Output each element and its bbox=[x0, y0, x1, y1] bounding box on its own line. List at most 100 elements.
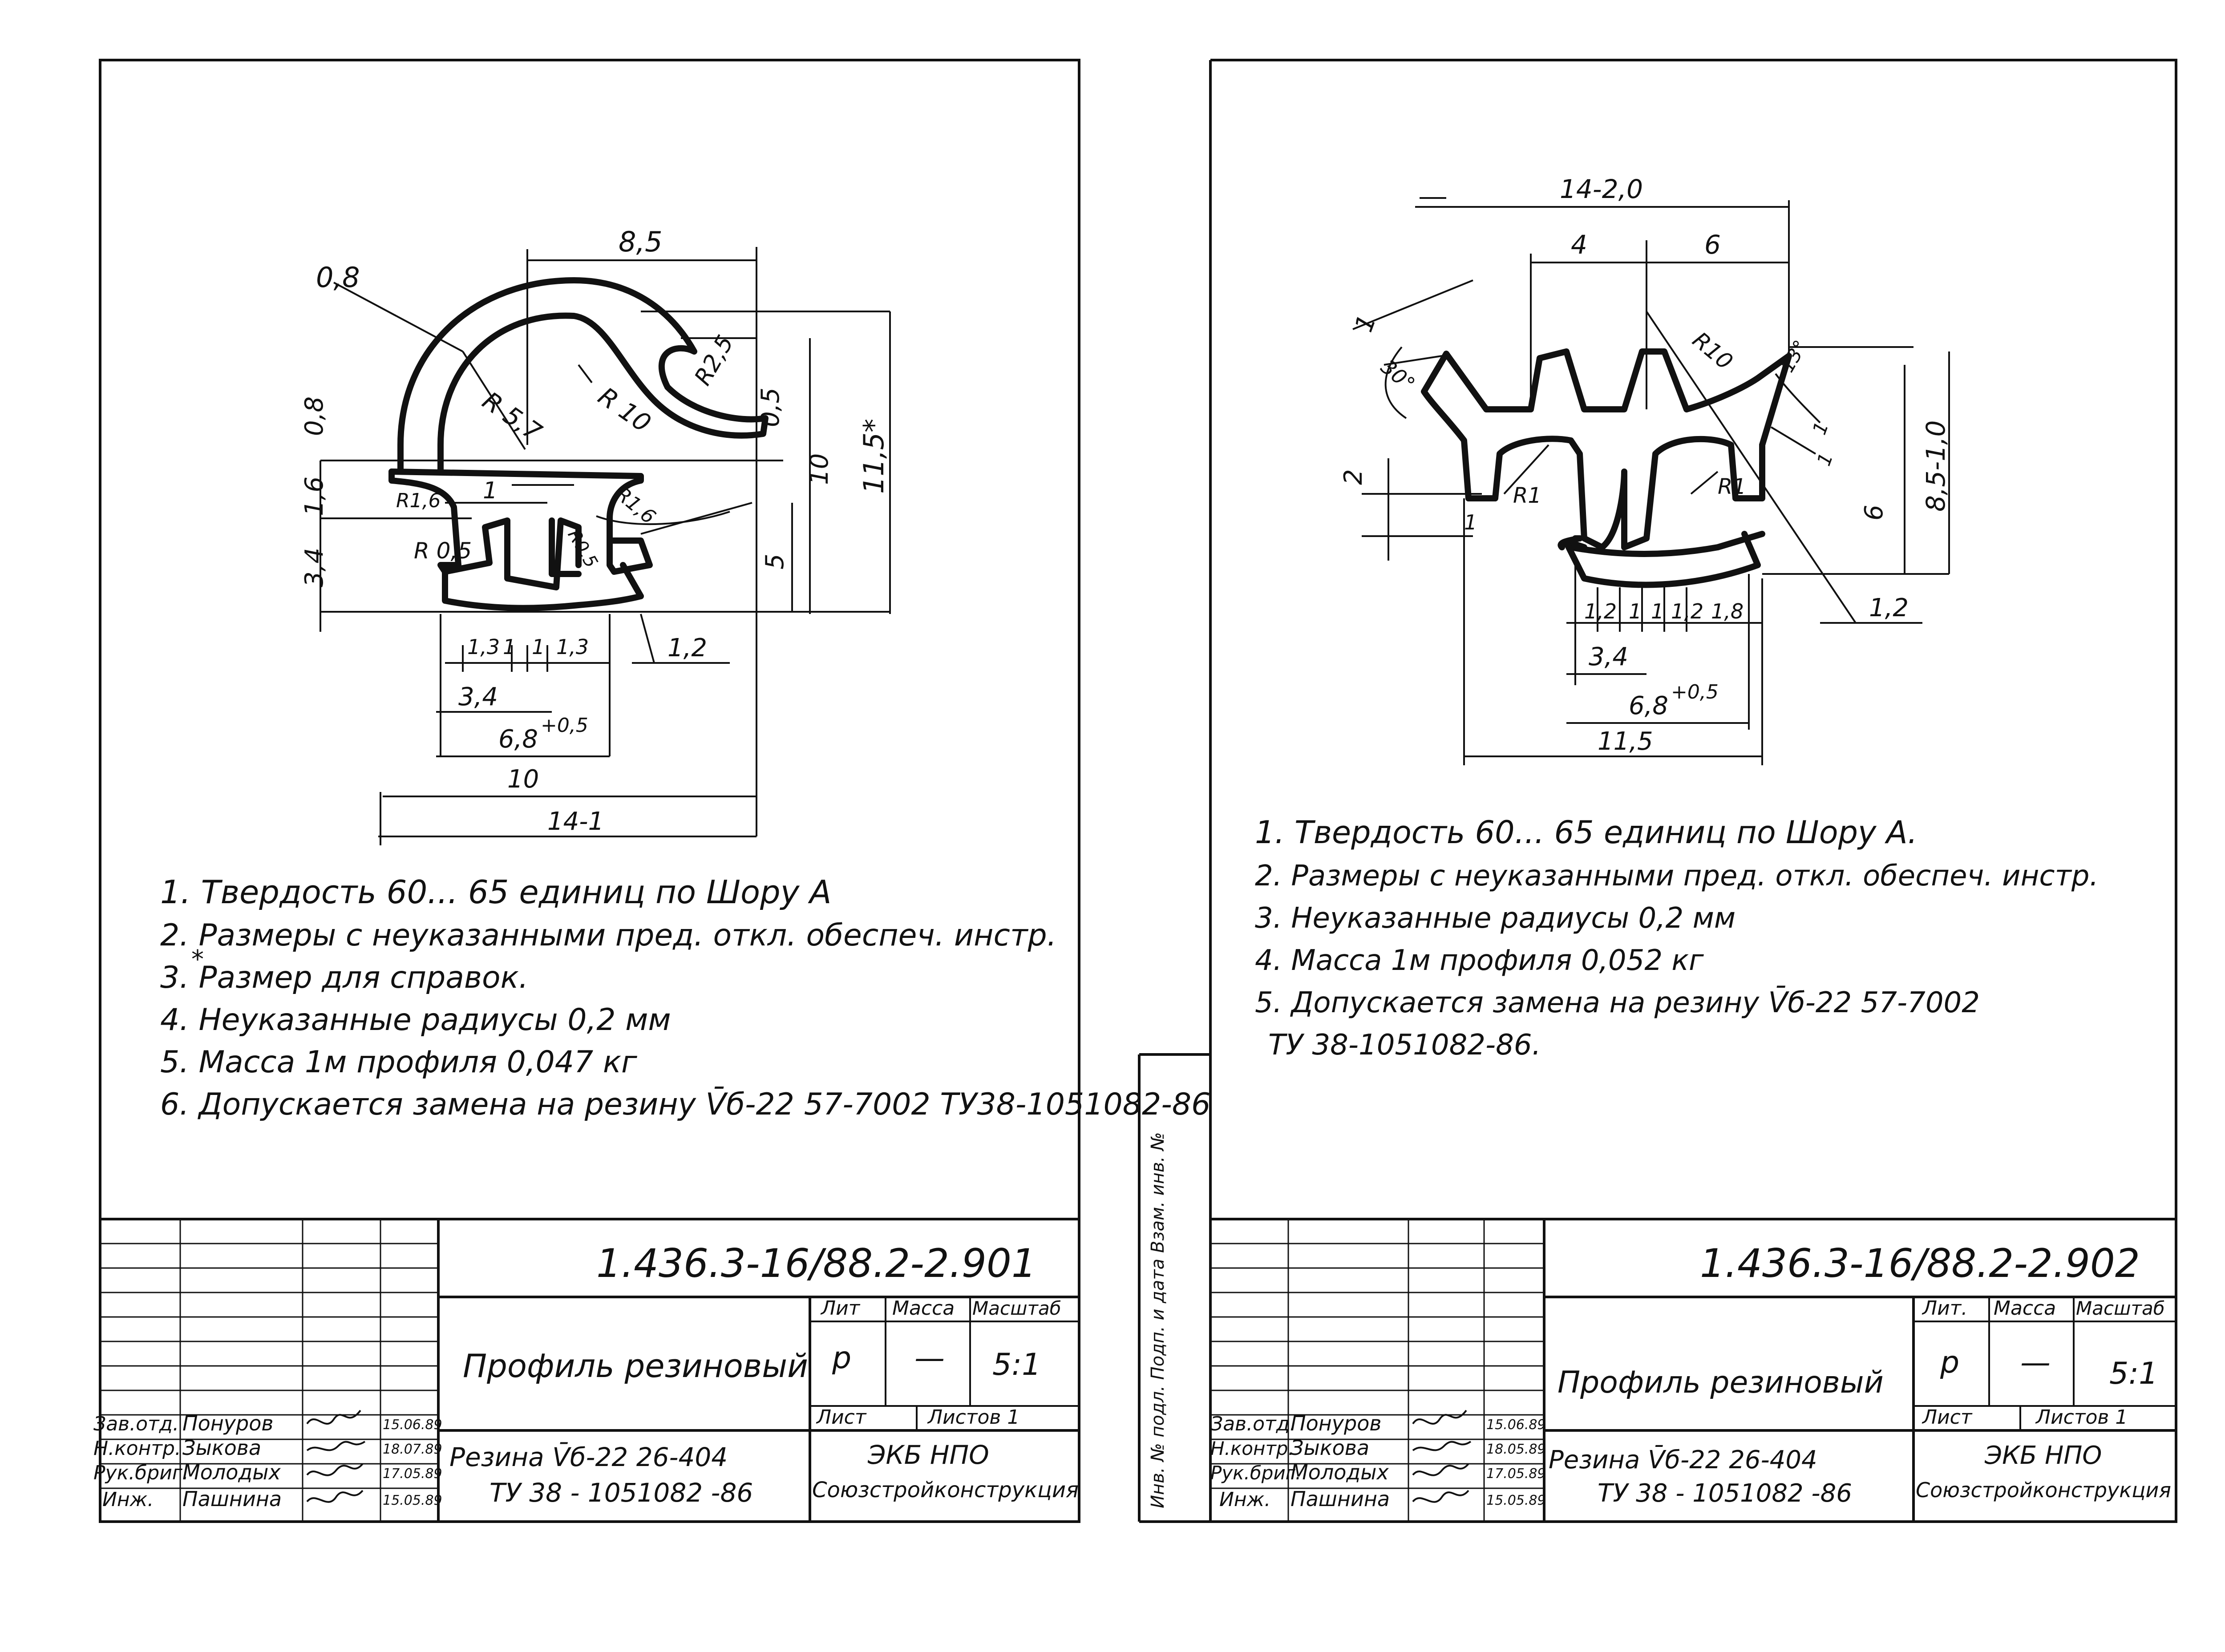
dim-r0-5-right: R0,5 bbox=[563, 526, 602, 571]
dim-1-3-right: 1,3 bbox=[556, 635, 589, 659]
dim-6-8-tolerance: +0,5 bbox=[1671, 681, 1719, 703]
sheet-2-title-block: 1.436.3-16/88.2-2.902 Профиль резиновый … bbox=[1210, 1218, 2176, 1522]
dim-6-vertical: 6 bbox=[1860, 505, 1889, 521]
dim-10-vertical: 10 bbox=[805, 453, 834, 485]
sheet-2-role-1: Н.контр. bbox=[1210, 1438, 1294, 1459]
dim-1-2-b: 1,2 bbox=[1671, 599, 1703, 623]
sheet-2-name-3: Пашнина bbox=[1290, 1487, 1390, 1511]
dim-r1-6-left: R1,6 bbox=[396, 489, 441, 512]
sheet-2-role-0: Зав.отд. bbox=[1210, 1413, 1296, 1435]
sheet-2-sheets-label: Листов 1 bbox=[2035, 1406, 2128, 1429]
sheet-1-name-2: Молодых bbox=[182, 1460, 281, 1484]
sheet-1-org-1: ЭКБ НПО bbox=[867, 1440, 989, 1470]
sheet-2-role-3: Инж. bbox=[1219, 1488, 1270, 1511]
dim-0-5: 0,5 bbox=[756, 388, 785, 427]
sheet-2-sheet-label: Лист bbox=[1922, 1406, 1973, 1429]
sheet-1-sheets-label: Листов 1 bbox=[927, 1406, 1019, 1429]
sheet-1-date-3: 15.05.89 bbox=[383, 1493, 442, 1508]
sheet-1-role-0: Зав.отд. bbox=[93, 1413, 179, 1435]
note-1: 1. Твердость 60... 65 единиц по Шору А bbox=[160, 873, 831, 911]
dim-r10: R10 bbox=[1687, 327, 1738, 375]
sheet-1-notes: 1. Твердость 60... 65 единиц по Шору А 2… bbox=[160, 873, 1210, 1122]
dim-0-8-top: 0,8 bbox=[316, 261, 360, 294]
dim-1-right-a: 1 bbox=[1808, 419, 1833, 438]
dim-1-f: 1 bbox=[1651, 599, 1664, 623]
sheet-1-material-1: Резина V̄б-22 26-404 bbox=[449, 1441, 728, 1472]
sheet-1-signatures bbox=[306, 1410, 366, 1503]
sheet-2-scale-value: 5:1 bbox=[2109, 1356, 2158, 1391]
sheet-2-name-1: Зыкова bbox=[1290, 1436, 1369, 1460]
sheet-1-name-1: Зыкова bbox=[182, 1436, 261, 1460]
sheet-2-frame bbox=[1210, 59, 2177, 1523]
dim-1-e: 1 bbox=[1629, 599, 1642, 623]
dim-11-5: 11,5 bbox=[1598, 727, 1653, 756]
dim-1-2-c: 1,2 bbox=[1869, 594, 1909, 622]
sheet-1-designation: 1.436.3-16/88.2-2.901 bbox=[596, 1240, 1036, 1286]
dim-3-4: 3,4 bbox=[1589, 642, 1628, 671]
dim-8-5: 8,5-1,0 bbox=[1921, 420, 1951, 512]
dim-6: 6 bbox=[1704, 230, 1721, 260]
sheet-1-mass-value: — bbox=[914, 1341, 945, 1376]
dim-5: 5 bbox=[761, 553, 789, 570]
sheet-1-frame bbox=[99, 59, 1080, 1523]
sheet-1-sheet-label: Лист bbox=[816, 1406, 867, 1429]
sheet-1-lit-label: Лит bbox=[820, 1297, 861, 1320]
sheet-1-title: Профиль резиновый bbox=[463, 1347, 808, 1385]
sheet-1-profile bbox=[388, 277, 769, 611]
sheet-1-dimension-lines bbox=[320, 247, 891, 845]
dim-2: 2 bbox=[1339, 469, 1368, 485]
sheet-1-title-block: 1.436.3-16/88.2-2.901 Профиль резиновый … bbox=[93, 1218, 1079, 1522]
sheet-2-org-1: ЭКБ НПО bbox=[1984, 1441, 2102, 1470]
sheet-2-mass-value: — bbox=[2020, 1345, 2051, 1380]
sheet-1-material-2: ТУ 38 - 1051082 -86 bbox=[490, 1478, 753, 1508]
sheet-2-dimension-texts: 14-2,0 4 6 1 30° R10 13° 2 R1 R1 1 1 1 6… bbox=[1339, 174, 1951, 756]
sheet-2-name-0: Понуров bbox=[1290, 1411, 1381, 1435]
dim-1-6: 1,6 bbox=[300, 477, 329, 516]
sheet-1-date-1: 18.07.89 bbox=[383, 1442, 442, 1457]
sheet-2-org-2: Союзстройконструкция bbox=[1916, 1478, 2171, 1502]
dim-14-2: 14-2,0 bbox=[1560, 174, 1643, 204]
dim-1-2-a: 1,2 bbox=[1584, 599, 1617, 623]
sheet-2-dimension-lines bbox=[1352, 197, 1950, 765]
dim-r5-7: R 5,7 bbox=[477, 386, 547, 447]
sheet-2-profile bbox=[1421, 348, 1792, 588]
note-4: 4. Масса 1м профиля 0,052 кг bbox=[1255, 944, 1704, 977]
sheet-2-scale-label: Масштаб bbox=[2076, 1297, 2165, 1319]
note-1: 1. Твердость 60... 65 единиц по Шору А. bbox=[1255, 814, 1918, 851]
dim-r1-right: R1 bbox=[1718, 474, 1746, 499]
sheet-1-name-3: Пашнина bbox=[182, 1487, 282, 1511]
dim-14: 14-1 bbox=[547, 807, 604, 836]
note-5-cont: ТУ 38-1051082-86. bbox=[1268, 1029, 1541, 1062]
note-2: 2. Размеры с неуказанными пред. откл. об… bbox=[160, 918, 1056, 953]
sheet-2-material-1: Резина V̄б-22 26-404 bbox=[1549, 1446, 1817, 1474]
note-5: 5. Масса 1м профиля 0,047 кг bbox=[160, 1045, 638, 1080]
dim-1-top: 1 bbox=[483, 477, 498, 504]
sheet-2-signatures bbox=[1412, 1410, 1472, 1503]
side-stamp: Инв. № подл. Подп. и дата Взам. инв. № bbox=[1148, 1132, 1168, 1508]
sheet-1: 8,5 0,8 R 5,7 R 10 R2,5 0,5 10 11,5* 0,8… bbox=[93, 59, 1210, 1523]
dim-10-horizontal: 10 bbox=[507, 765, 539, 794]
dim-8-5: 8,5 bbox=[619, 226, 663, 258]
sheet-2-notes: 1. Твердость 60... 65 единиц по Шору А. … bbox=[1255, 814, 2099, 1062]
dim-3-4-vertical: 3,4 bbox=[300, 548, 329, 587]
sheet-2-date-1: 18.05.89 bbox=[1486, 1442, 1546, 1457]
sheet-2-date-3: 15.05.89 bbox=[1486, 1493, 1546, 1508]
sheet-1-org-2: Союзстройконструкция bbox=[812, 1478, 1079, 1503]
sheet-2-material-2: ТУ 38 - 1051082 -86 bbox=[1598, 1479, 1852, 1508]
dim-1-2: 1,2 bbox=[668, 634, 707, 662]
dim-4: 4 bbox=[1571, 230, 1587, 260]
sheet-2-lit-value: р bbox=[1940, 1345, 1959, 1380]
sheet-2: Инв. № подл. Подп. и дата Взам. инв. № bbox=[1138, 59, 2177, 1523]
sheet-1-role-1: Н.контр. bbox=[93, 1437, 181, 1460]
dim-1-8: 1,8 bbox=[1711, 599, 1744, 623]
dim-1-b: 1 bbox=[532, 635, 545, 659]
sheet-1-role-3: Инж. bbox=[102, 1488, 154, 1511]
sheet-1-name-0: Понуров bbox=[182, 1411, 273, 1435]
sheet-2-lit-label: Лит. bbox=[1922, 1297, 1967, 1320]
dim-6-8: 6,8 bbox=[1629, 691, 1668, 720]
sheet-2-role-2: Рук.бриг. bbox=[1210, 1462, 1301, 1484]
sheet-2-designation: 1.436.3-16/88.2-2.902 bbox=[1700, 1240, 2140, 1286]
dim-1-left: 1 bbox=[1464, 510, 1477, 534]
sheet-1-date-0: 15.06.89 bbox=[383, 1417, 442, 1433]
